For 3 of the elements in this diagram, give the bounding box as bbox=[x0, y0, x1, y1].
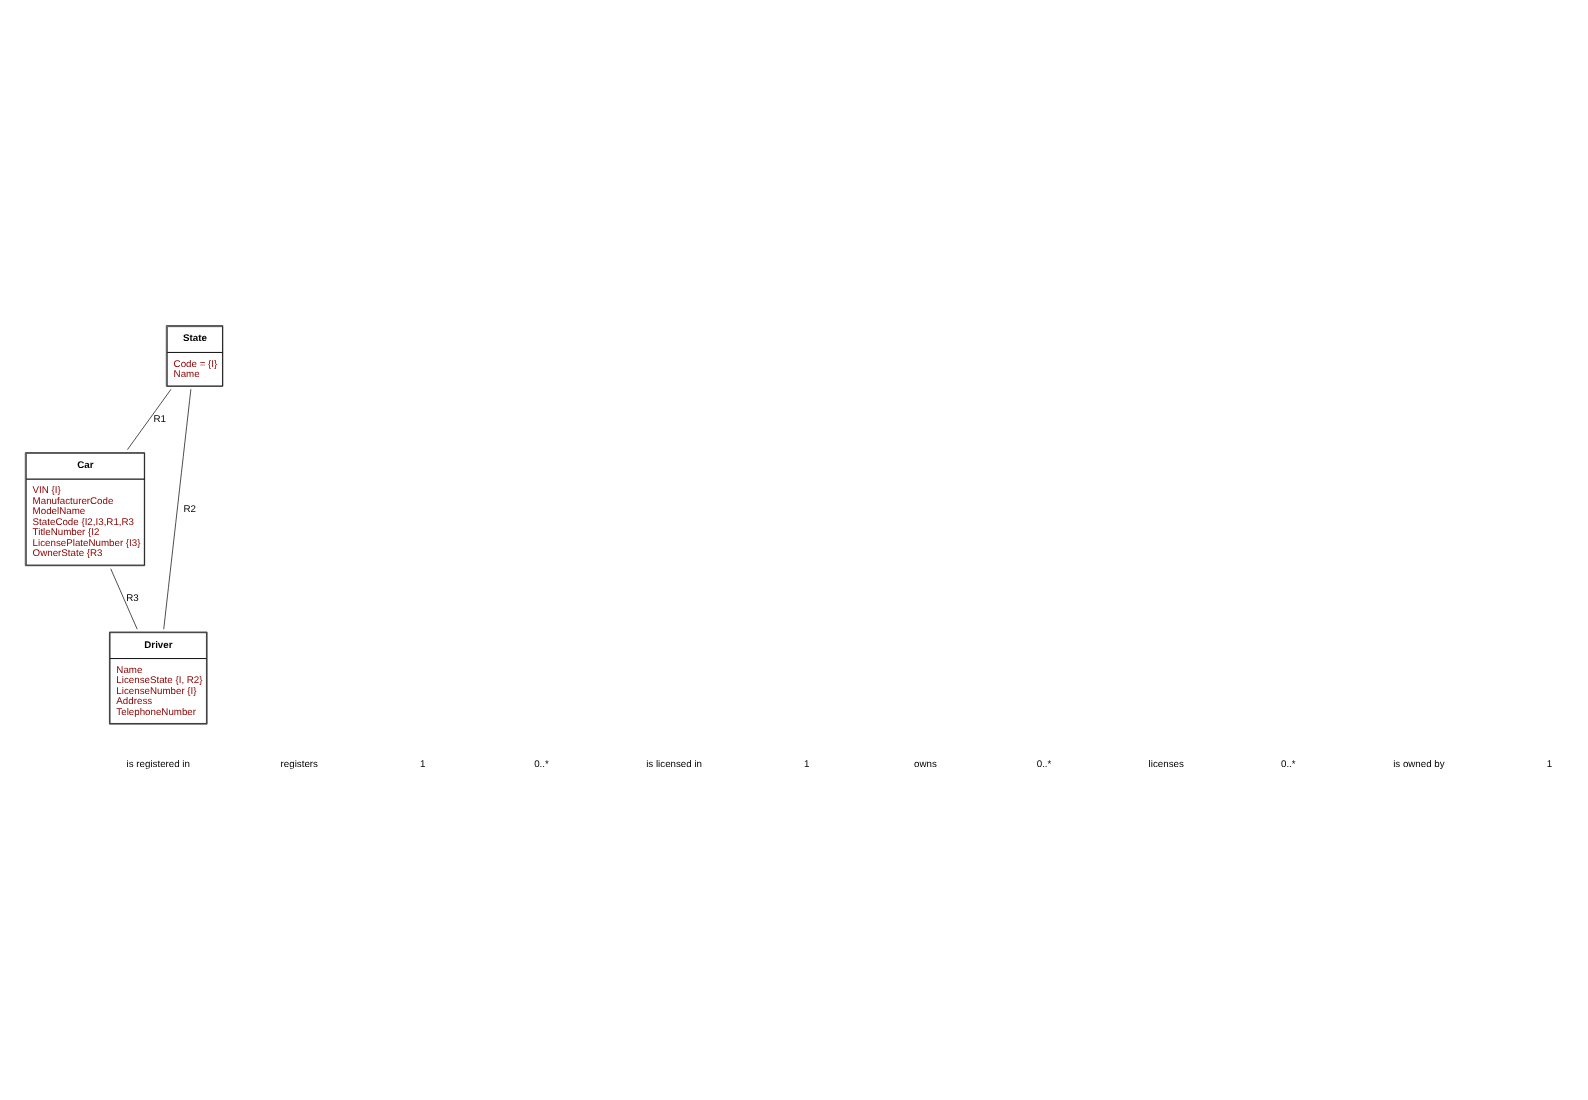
connector bbox=[127, 388, 172, 450]
connector bbox=[163, 388, 192, 630]
connector bbox=[110, 568, 138, 630]
